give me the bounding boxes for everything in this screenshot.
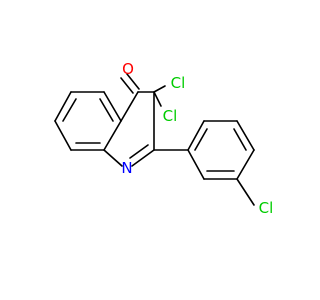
bond: [194, 128, 208, 151]
bond: [120, 91, 139, 122]
nitrogen-atom-label: N: [121, 159, 132, 177]
bond: [54, 120, 72, 151]
atom-labels: O Cl Cl N Cl: [121, 60, 273, 217]
bond: [99, 98, 114, 122]
bond: [187, 149, 205, 180]
bond: [153, 91, 162, 107]
bond: [233, 128, 247, 151]
bond: [236, 149, 255, 180]
bond: [103, 91, 122, 122]
chlorine-atom-label-2: Cl: [163, 107, 178, 125]
bond: [153, 85, 166, 93]
molecule-canvas: O Cl Cl N Cl: [54, 60, 273, 217]
chlorine-atom-label-3: Cl: [259, 199, 274, 217]
oxygen-atom-label: O: [122, 60, 134, 78]
bond: [126, 73, 140, 90]
bond: [120, 77, 134, 94]
structure-drawing: O Cl Cl N Cl: [54, 60, 273, 217]
bond: [131, 149, 155, 167]
bond: [103, 149, 123, 167]
bond: [236, 178, 255, 206]
bond: [236, 120, 255, 151]
bond: [62, 98, 77, 122]
bond-layer: [54, 73, 255, 206]
bond: [103, 120, 122, 151]
chlorine-atom-label-1: Cl: [171, 74, 186, 92]
bond: [54, 91, 72, 122]
bond: [187, 120, 205, 151]
bond: [129, 144, 149, 159]
